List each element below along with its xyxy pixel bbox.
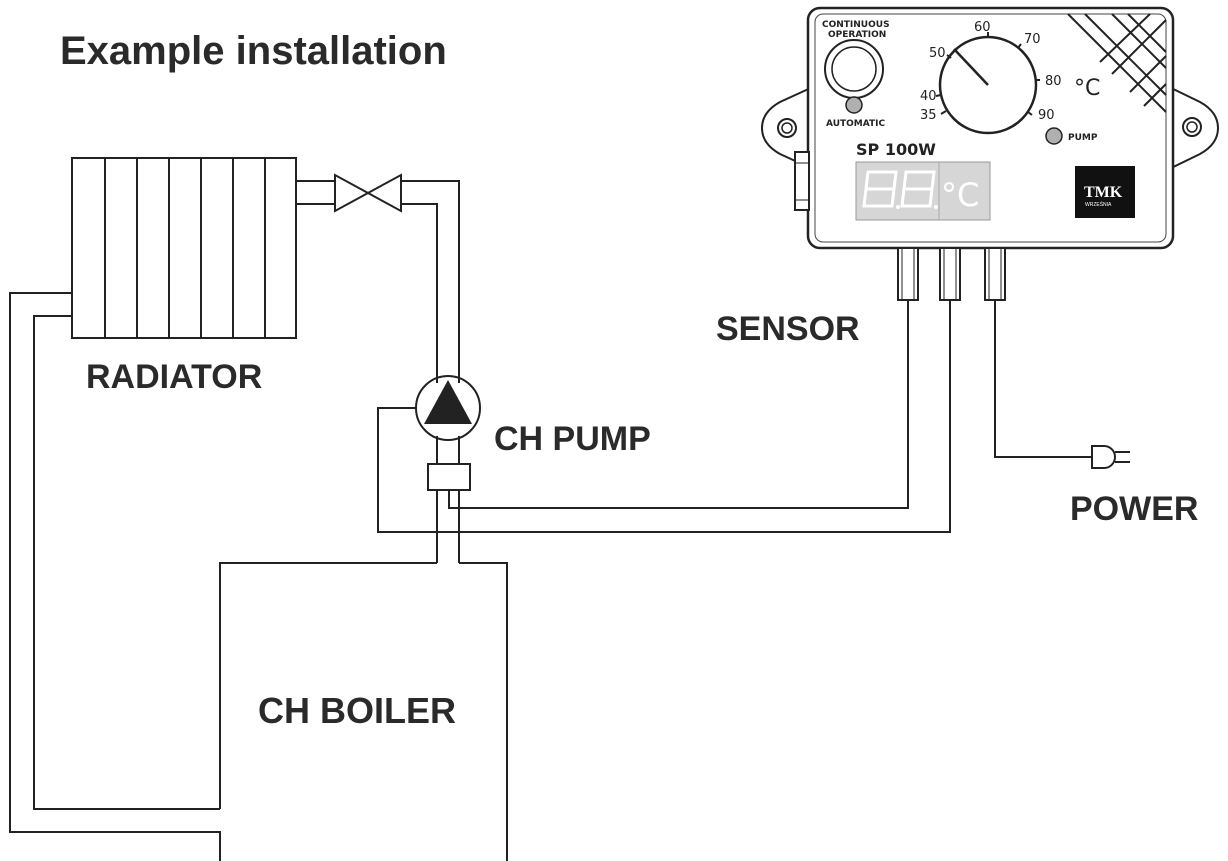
dial-tick-35: 35 [920,108,937,123]
automatic-led [845,96,863,114]
radiator-label: RADIATOR [86,358,262,396]
pump-led-label: PUMP [1068,133,1098,143]
power-plug-icon [1091,445,1130,469]
continuous-label-1: CONTINUOUS [822,20,890,30]
dial-tick-70: 70 [1024,32,1041,47]
pump-led [1045,127,1063,145]
model-label: SP 100W [856,140,936,159]
pipework [9,180,460,861]
temperature-dial[interactable] [935,32,1040,135]
ch-boiler [219,562,508,861]
continuous-label-2: OPERATION [828,30,886,40]
diagram-title: Example installation [60,29,447,73]
display-unit: °C [941,176,979,214]
dial-tick-90: 90 [1038,108,1055,123]
dial-unit: °C [1074,76,1100,101]
dial-tick-80: 80 [1045,74,1062,89]
automatic-label: AUTOMATIC [826,119,885,129]
svg-text:WRZEŚNIA: WRZEŚNIA [1085,200,1112,208]
valve [334,173,402,213]
ch-pump-label: CH PUMP [494,420,651,458]
continuous-operation-button[interactable] [824,39,884,99]
cable-glands [897,247,1006,301]
sensor-label: SENSOR [716,310,860,348]
pipe-sensor-block [427,463,471,491]
dial-tick-50: 50 [929,46,946,61]
housing-grille [1067,13,1167,113]
svg-text:TMK: TMK [1084,184,1123,201]
tmk-logo: TMK WRZEŚNIA [1075,166,1135,218]
controller-sp100w: CONTINUOUS OPERATION AUTOMATIC 35 4 [760,6,1220,301]
radiator [71,157,297,339]
dial-tick-60: 60 [974,20,991,35]
dial-tick-40: 40 [920,89,937,104]
cables [377,300,1092,533]
led-display [855,161,991,221]
ch-boiler-label: CH BOILER [258,690,456,731]
power-label: POWER [1070,490,1198,528]
ch-pump [415,375,481,441]
